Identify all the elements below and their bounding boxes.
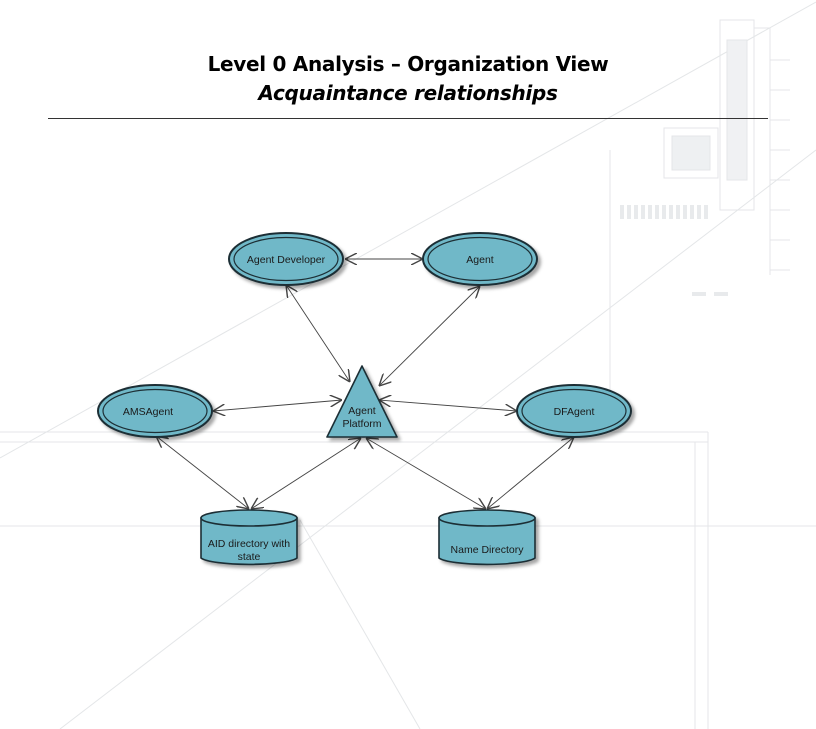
node-name-directory: Name Directory — [438, 509, 536, 566]
node-label: Name Directory — [451, 544, 525, 556]
edge-platform-aid — [251, 438, 361, 509]
node-agent-developer: Agent Developer — [228, 232, 344, 286]
title-divider — [48, 118, 768, 119]
edge-df-name — [487, 437, 574, 509]
node-label-line1: AID directory with — [208, 538, 290, 550]
edge-agent-platform — [379, 286, 480, 386]
node-label-line2: Platform — [342, 418, 381, 430]
edge-platform-name — [366, 438, 486, 509]
edge-developer-platform — [286, 285, 350, 382]
node-agent-platform: Agent Platform — [326, 365, 398, 438]
edge-ams-aid — [156, 436, 249, 509]
node-label-line2: state — [238, 551, 261, 563]
node-agent: Agent — [422, 232, 538, 286]
edge-ams-platform — [213, 400, 342, 411]
node-label: AMSAgent — [123, 406, 173, 418]
node-label: Agent Developer — [247, 254, 326, 266]
node-label: Agent — [466, 254, 494, 266]
page-subtitle: Acquaintance relationships — [258, 81, 558, 105]
node-ams-agent: AMSAgent — [97, 384, 213, 438]
page-title: Level 0 Analysis – Organization View — [207, 52, 609, 76]
node-df-agent: DFAgent — [516, 384, 632, 438]
node-aid-directory: AID directory with state — [200, 509, 298, 566]
node-label-line1: Agent — [348, 405, 376, 417]
node-label: DFAgent — [554, 406, 595, 418]
edge-platform-df — [379, 400, 517, 411]
